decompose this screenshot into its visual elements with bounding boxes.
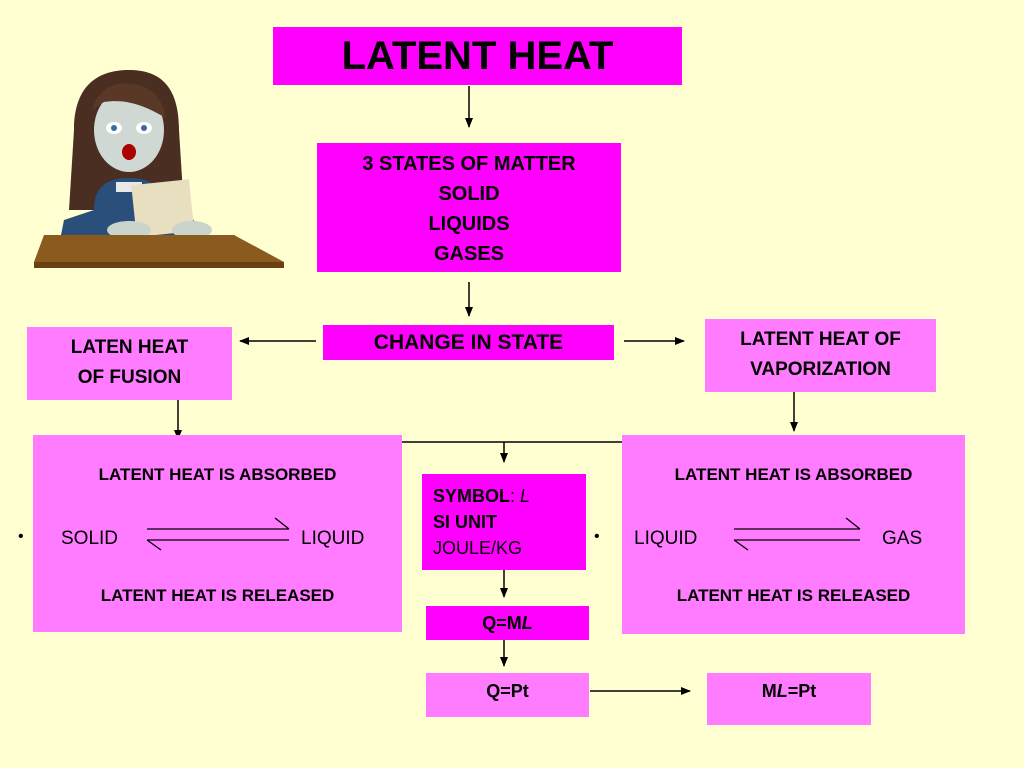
si-unit-value: JOULE/KG: [433, 538, 523, 558]
formula-q-ml-part1: Q=M: [482, 613, 522, 633]
vaporization-absorbed-label: LATENT HEAT IS ABSORBED: [674, 465, 913, 484]
formula-ml-pt-part2: L: [776, 681, 788, 701]
vaporization-line-2: VAPORIZATION: [750, 359, 891, 380]
fusion-box: LATEN HEAT OF FUSION: [27, 327, 232, 400]
fusion-line-1: LATEN HEAT: [70, 337, 189, 358]
state-liquids: LIQUIDS: [428, 213, 510, 235]
vaporization-bullet: •: [594, 528, 600, 545]
fusion-released-label: LATENT HEAT IS RELEASED: [100, 586, 335, 605]
symbol-box: SYMBOL: L SI UNIT JOULE/KG: [422, 474, 586, 570]
vaporization-box: LATENT HEAT OF VAPORIZATION: [705, 319, 936, 392]
state-solid: SOLID: [438, 183, 500, 205]
vaporization-from-state: LIQUID: [634, 528, 698, 549]
fusion-bullet: •: [18, 528, 24, 545]
formula-ml-pt-part3: =Pt: [787, 681, 817, 701]
vaporization-panel: LATENT HEAT IS ABSORBED LIQUID GAS LATEN…: [622, 435, 965, 634]
symbol-colon: :: [510, 486, 521, 506]
states-box: 3 STATES OF MATTER SOLID LIQUIDS GASES: [317, 143, 621, 272]
formula-q-ml-part2: L: [521, 613, 533, 633]
formula-ml-pt: ML=Pt: [707, 673, 871, 725]
change-in-state-label: CHANGE IN STATE: [373, 331, 564, 354]
fusion-to-state: LIQUID: [301, 528, 365, 549]
formula-ml-pt-part1: M: [761, 681, 777, 701]
state-gases: GASES: [433, 243, 505, 265]
vaporization-released-label: LATENT HEAT IS RELEASED: [676, 586, 911, 605]
equilibrium-arrows-icon-2: [733, 517, 861, 551]
symbol-label: SYMBOL: [433, 486, 511, 506]
symbol-value: L: [520, 486, 531, 506]
vaporization-line-1: LATENT HEAT OF: [740, 329, 901, 350]
presenter-illustration: [34, 70, 284, 268]
fusion-panel: LATENT HEAT IS ABSORBED SOLID LIQUID LAT…: [33, 435, 402, 632]
vaporization-to-state: GAS: [882, 528, 923, 549]
fusion-from-state: SOLID: [61, 528, 119, 549]
states-heading: 3 STATES OF MATTER: [362, 153, 576, 175]
title-box: LATENT HEAT: [273, 27, 682, 85]
page-title: LATENT HEAT: [341, 34, 614, 78]
fusion-line-2: OF FUSION: [77, 367, 182, 388]
formula-q-ml: Q=ML: [426, 606, 589, 640]
formula-q-pt: Q=Pt: [426, 673, 589, 717]
change-in-state-box: CHANGE IN STATE: [323, 325, 614, 360]
si-unit-label: SI UNIT: [433, 512, 498, 532]
fusion-absorbed-label: LATENT HEAT IS ABSORBED: [98, 465, 337, 484]
equilibrium-arrows-icon: [146, 517, 290, 551]
formula-q-pt-text: Q=Pt: [486, 681, 529, 701]
